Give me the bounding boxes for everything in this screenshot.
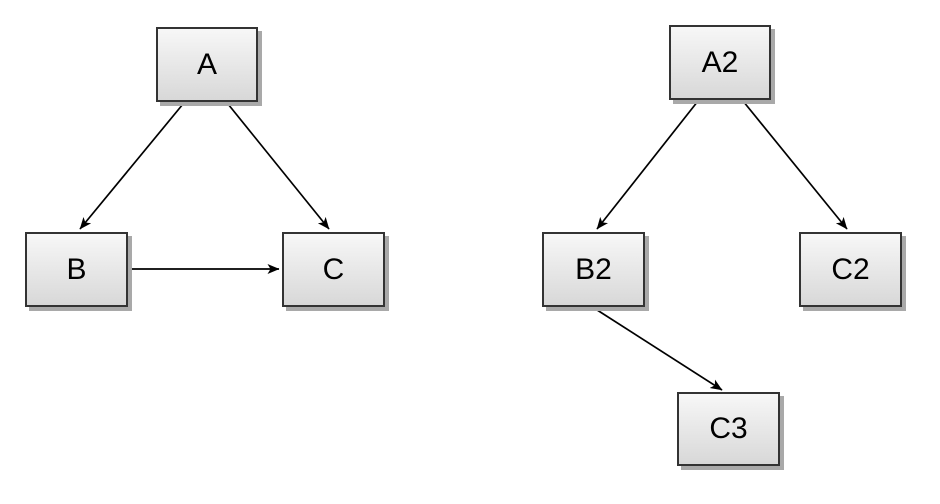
node-B2: B2 (542, 232, 645, 307)
node-A2: A2 (669, 25, 771, 100)
node-label: C2 (831, 252, 870, 286)
node-C: C (282, 232, 385, 307)
edge-A-C (227, 103, 330, 230)
edge-A2-B2 (596, 100, 699, 230)
node-C2: C2 (799, 232, 902, 307)
node-label: B (66, 252, 87, 286)
edge-A-B (79, 103, 184, 230)
node-C3: C3 (677, 392, 780, 466)
edge-A2-C2 (742, 100, 848, 230)
node-label: A (196, 47, 217, 81)
node-label: C3 (709, 412, 748, 445)
node-label: A2 (701, 45, 739, 79)
node-label: B2 (575, 252, 612, 286)
node-A: A (156, 27, 258, 102)
node-B: B (25, 232, 128, 307)
node-label: C (322, 252, 345, 286)
edge-B2-C3 (593, 307, 723, 391)
